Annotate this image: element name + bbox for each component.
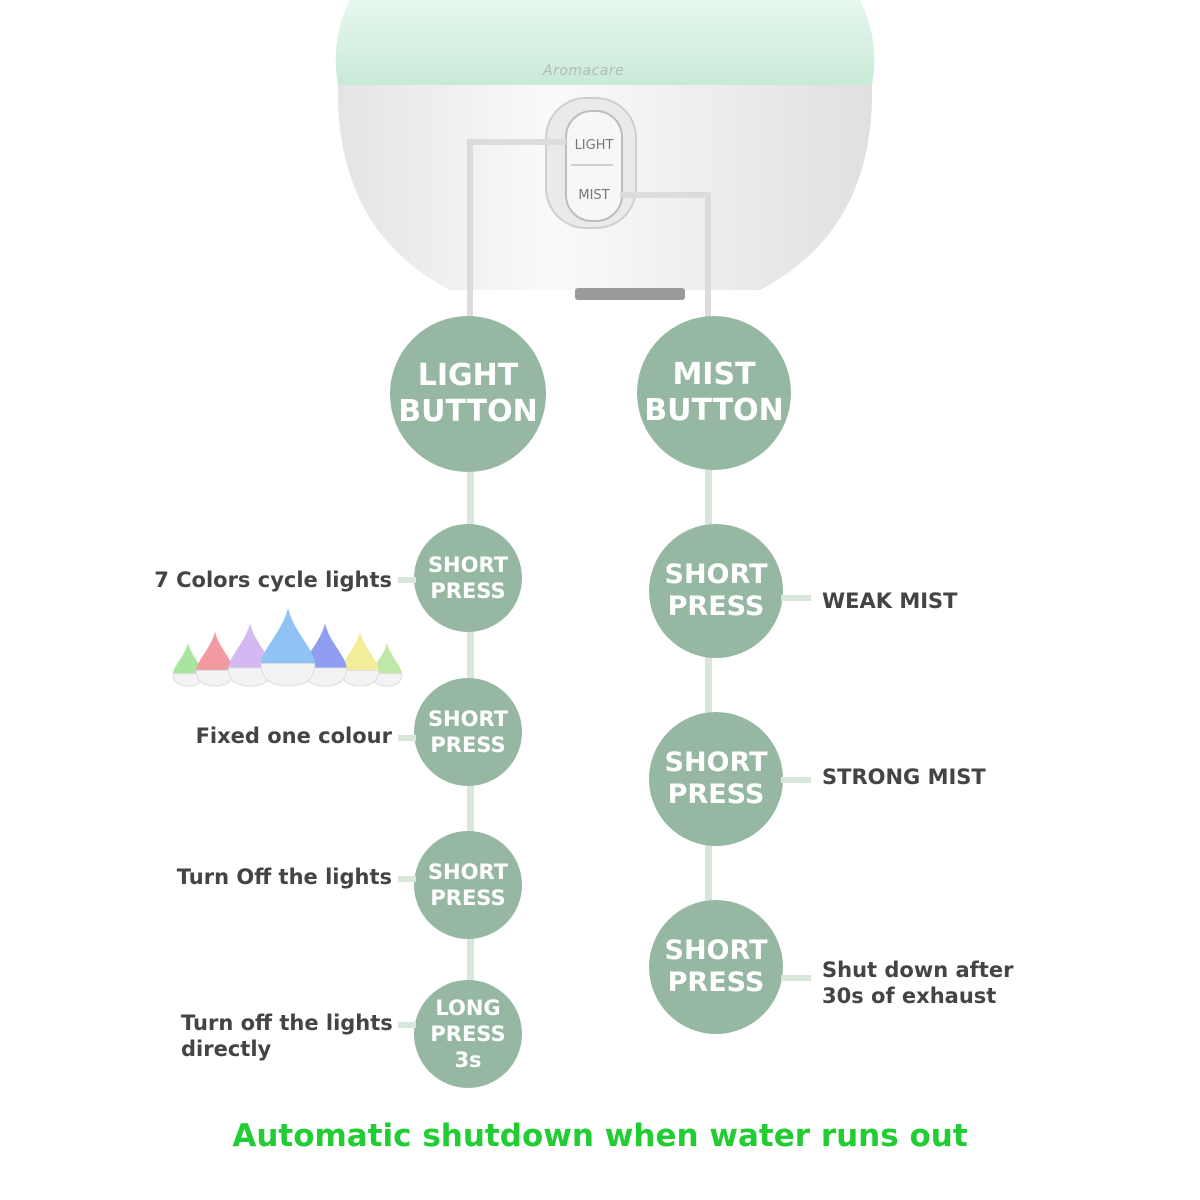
mist-label-tick-3	[781, 975, 811, 981]
device-connectors	[467, 139, 711, 318]
label-text: STRONG MIST	[822, 765, 986, 789]
mist-label-tick-1	[781, 595, 811, 601]
light-step-1: SHORT PRESS	[414, 524, 522, 632]
label-text: 7 Colors cycle lights	[154, 568, 392, 592]
light-title-line2: BUTTON	[398, 394, 538, 429]
step-line1: LONG	[435, 996, 501, 1020]
mist-title-line1: MIST	[672, 357, 756, 392]
light-label-tick-3	[398, 876, 416, 882]
device-button-pill: LIGHT MIST	[565, 110, 623, 222]
step-line1: SHORT	[664, 935, 768, 966]
mist-step-3: SHORT PRESS	[649, 900, 783, 1034]
mist-spine	[705, 460, 712, 920]
step-line1: SHORT	[664, 559, 768, 590]
colour-drop	[260, 607, 316, 687]
light-label-tick-2	[398, 735, 416, 741]
label-text-line2: directly	[181, 1037, 272, 1061]
mist-title-line2: BUTTON	[644, 393, 784, 428]
colour-drop	[302, 623, 348, 687]
label-text: Fixed one colour	[195, 724, 392, 748]
light-button-node: LIGHT BUTTON	[390, 316, 546, 472]
mist-label-tick-2	[781, 777, 811, 783]
brand-logo: Aromacare	[543, 63, 625, 79]
mist-label-1: WEAK MIST	[822, 588, 1122, 614]
light-label-3: Turn Off the lights	[130, 864, 392, 890]
light-label-1: 7 Colors cycle lights	[130, 567, 392, 593]
step-line2: PRESS	[667, 967, 765, 998]
device-light-button: LIGHT	[574, 138, 614, 153]
step-line3: 3s	[454, 1048, 482, 1072]
light-step-2: SHORT PRESS	[414, 678, 522, 786]
footer-note: Automatic shutdown when water runs out	[232, 1118, 968, 1154]
step-line1: SHORT	[427, 553, 509, 577]
light-title-line1: LIGHT	[417, 358, 519, 393]
step-line2: PRESS	[430, 1022, 506, 1046]
mist-label-2: STRONG MIST	[822, 764, 1122, 790]
mist-label-3: Shut down after 30s of exhaust	[822, 957, 1122, 1009]
label-text: WEAK MIST	[822, 589, 958, 613]
light-label-4: Turn off the lights directly	[181, 1010, 411, 1062]
colour-drop	[371, 642, 403, 687]
label-text-line1: Shut down after	[822, 958, 1014, 982]
label-text: Turn Off the lights	[176, 865, 392, 889]
step-line2: PRESS	[430, 579, 506, 603]
colour-drop	[195, 631, 235, 687]
step-line2: PRESS	[430, 886, 506, 910]
light-step-3: SHORT PRESS	[414, 831, 522, 939]
light-label-tick-4	[398, 1022, 416, 1028]
light-label-2: Fixed one colour	[130, 723, 392, 749]
button-divider	[571, 164, 613, 166]
step-line1: SHORT	[664, 747, 768, 778]
light-step-4: LONG PRESS 3s	[414, 980, 522, 1088]
label-text-line1: Turn off the lights	[181, 1011, 393, 1035]
step-line1: SHORT	[427, 707, 509, 731]
colour-cycle-illustration	[172, 607, 403, 687]
step-line1: SHORT	[427, 860, 509, 884]
step-line2: PRESS	[430, 733, 506, 757]
colour-drop	[340, 631, 380, 687]
step-line2: PRESS	[667, 779, 765, 810]
step-line2: PRESS	[667, 591, 765, 622]
mist-step-1: SHORT PRESS	[649, 524, 783, 658]
mist-step-2: SHORT PRESS	[649, 712, 783, 846]
light-label-tick-1	[398, 577, 416, 583]
label-text-line2: 30s of exhaust	[822, 984, 997, 1008]
device-mist-button: MIST	[578, 188, 610, 203]
mist-button-node: MIST BUTTON	[637, 316, 791, 470]
